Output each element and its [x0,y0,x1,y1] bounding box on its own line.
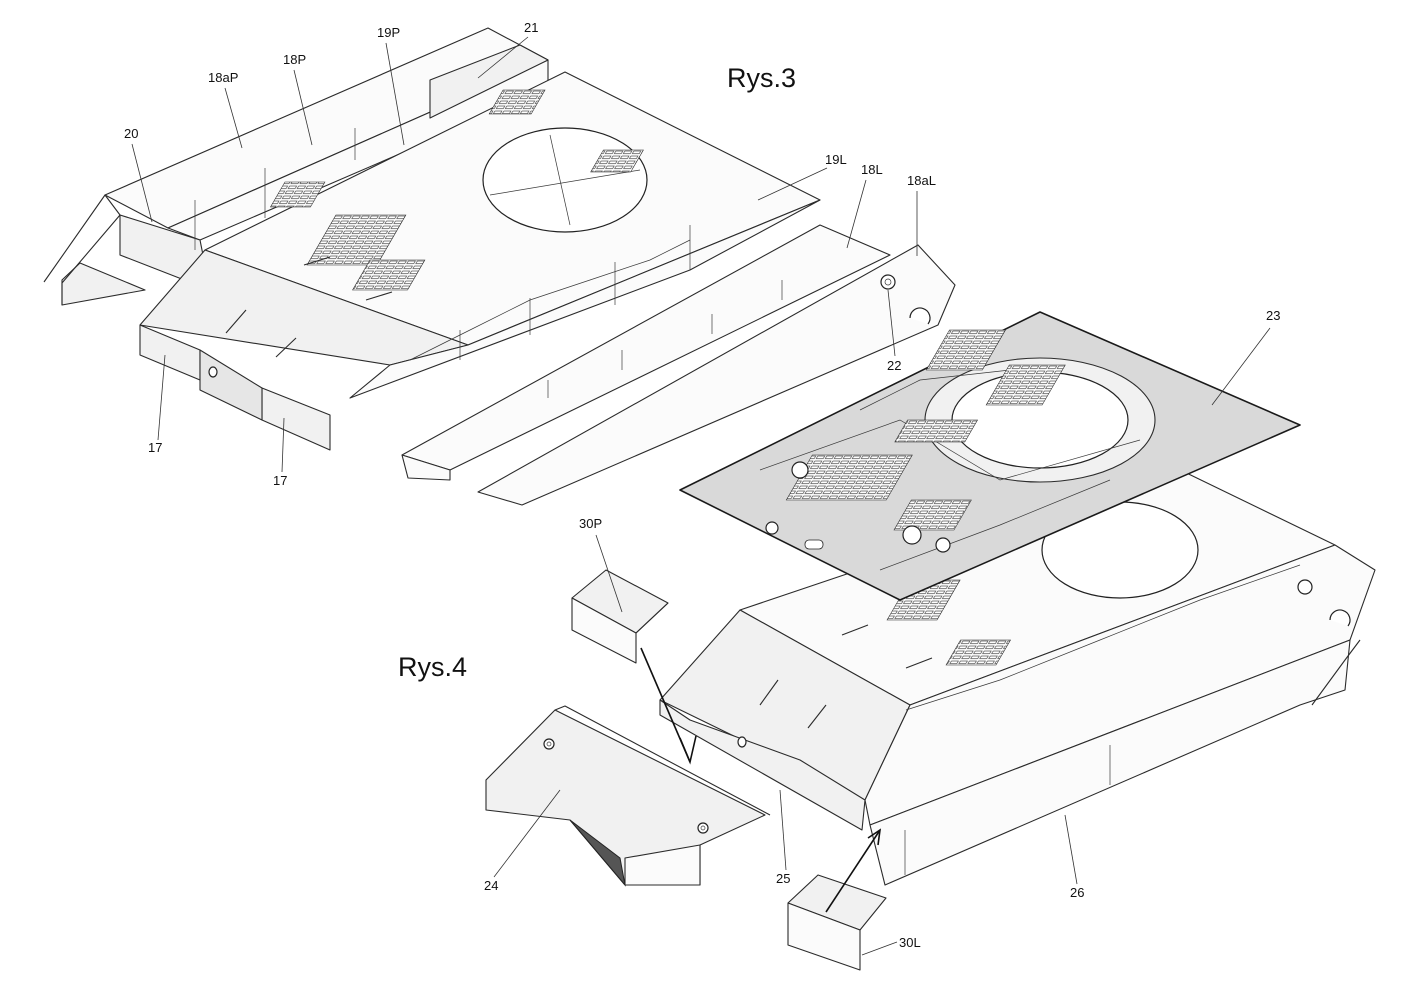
part-18aL-side-wall [477,244,956,506]
part-23-engine-deck [679,311,1301,601]
label-18aL: 18aL [907,173,936,188]
label-20: 20 [124,126,138,141]
part-30L-box [787,874,887,971]
figure-3: Rys.3 18aP 18P 19P 21 20 19L 18L 18aL 22… [43,20,956,506]
label-25: 25 [776,871,790,886]
part-17-front-plates [139,324,331,451]
label-18L: 18L [861,162,883,177]
label-18aP: 18aP [208,70,238,85]
part-18L-side-wall [401,224,891,481]
label-18P: 18P [283,52,306,67]
part-30P-box [571,569,669,664]
part-hull-upper-deck [139,71,821,399]
label-23: 23 [1266,308,1280,323]
figure-4-title: Rys.4 [398,652,467,682]
figure-3-title: Rys.3 [727,63,796,93]
label-22: 22 [887,358,901,373]
figure-4: Rys.4 23 30P 24 25 26 30L [398,308,1376,971]
label-17-left: 17 [148,440,162,455]
label-30L: 30L [899,935,921,950]
label-19L: 19L [825,152,847,167]
figure-4-labels: Rys.4 23 30P 24 25 26 30L [398,308,1280,956]
figure-3-labels: Rys.3 18aP 18P 19P 21 20 19L 18L 18aL 22… [124,20,936,488]
assembly-arrows [640,647,882,913]
label-26: 26 [1070,885,1084,900]
label-19P: 19P [377,25,400,40]
label-24: 24 [484,878,498,893]
part-24-rear-plate [485,705,771,887]
label-17-right: 17 [273,473,287,488]
label-21: 21 [524,20,538,35]
part-18aP-side-wall [43,27,549,306]
label-30P: 30P [579,516,602,531]
